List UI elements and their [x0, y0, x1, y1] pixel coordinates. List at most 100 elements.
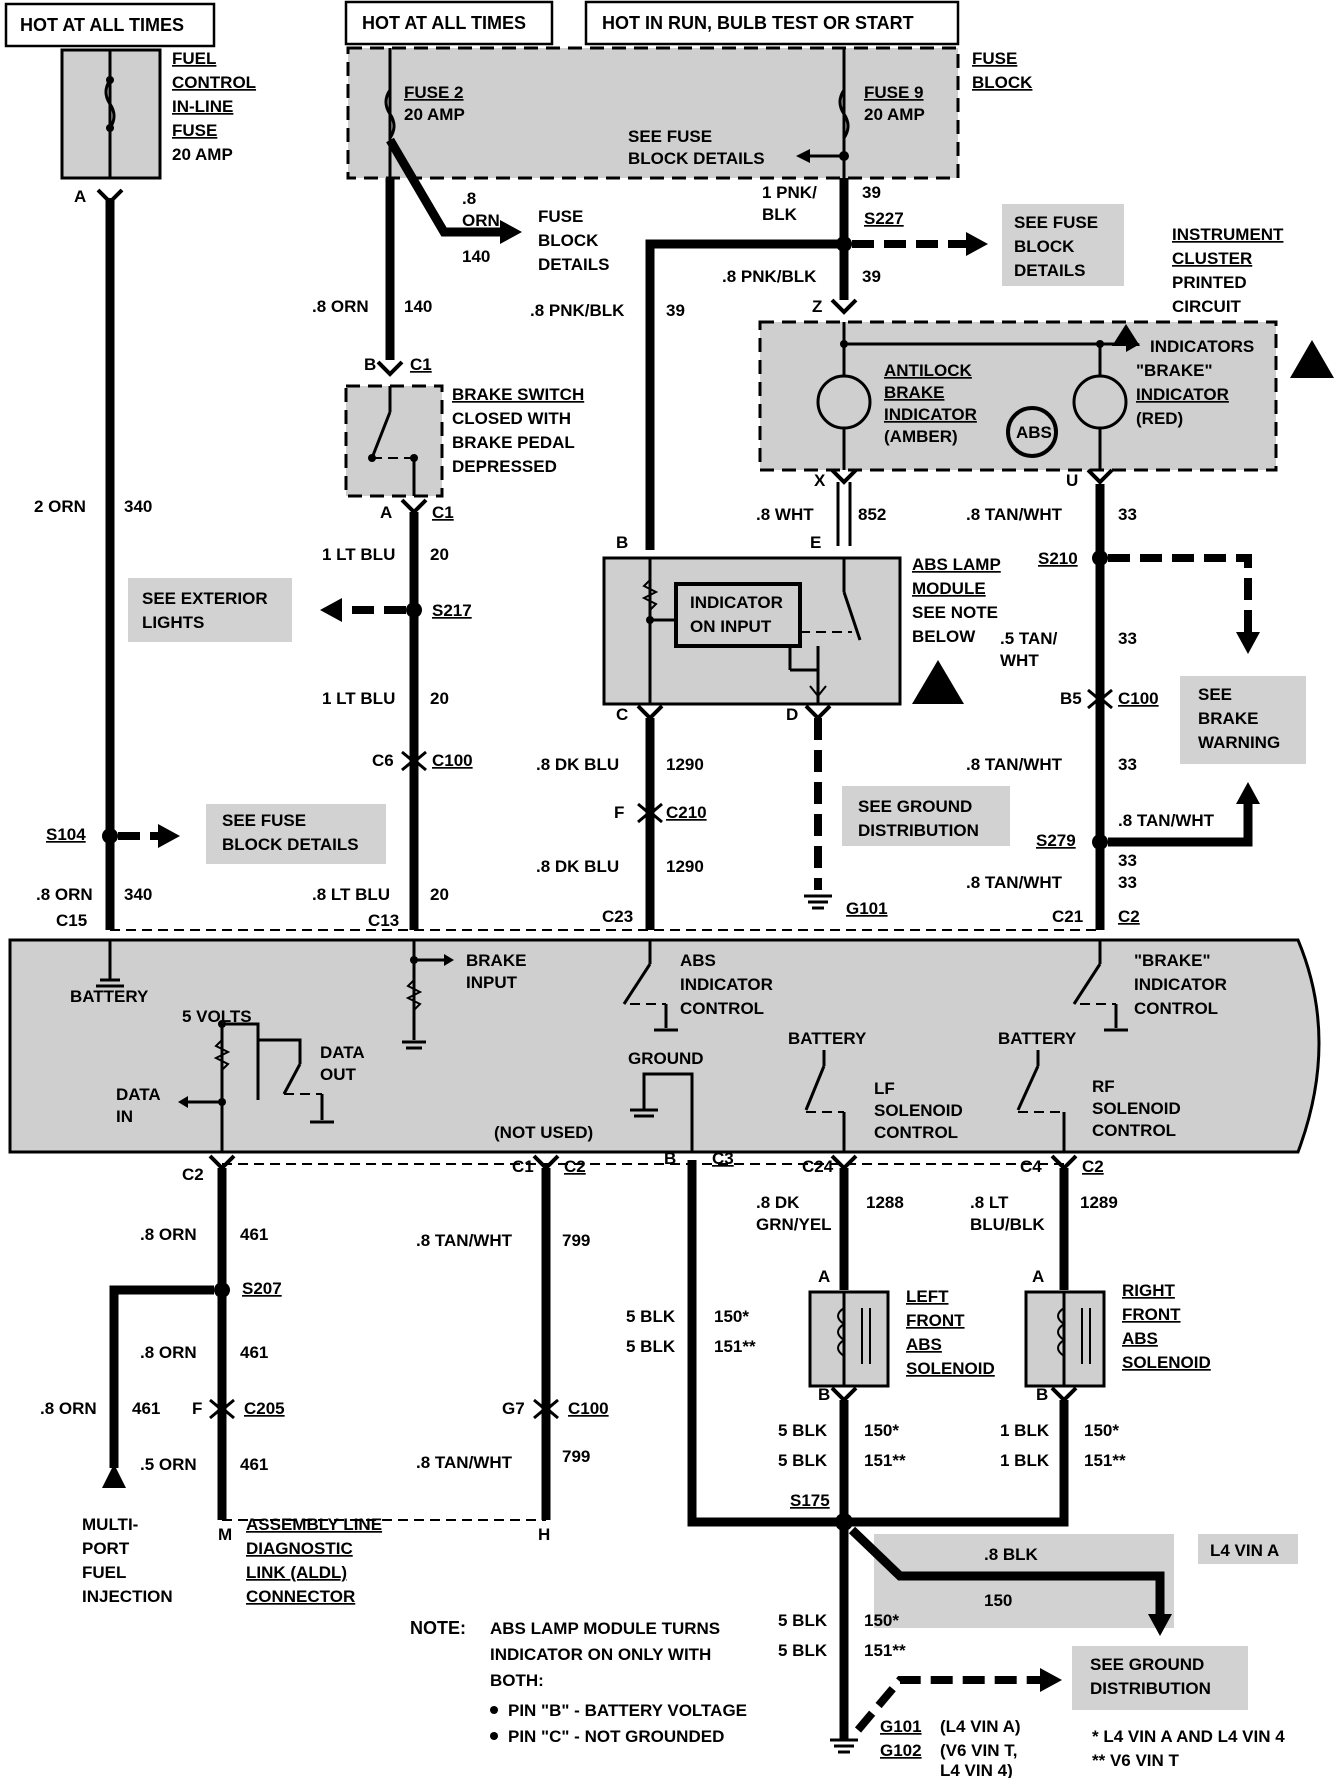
see-brake-warning-label: WARNING: [1198, 733, 1280, 752]
splice-s279: [1092, 834, 1108, 850]
wire-label: 1 LT BLU: [322, 689, 395, 708]
brake-switch-label: CLOSED WITH: [452, 409, 571, 428]
see-fuse-label: DETAILS: [1014, 261, 1085, 280]
antilock-indicator-label: (AMBER): [884, 427, 958, 446]
see-ground-label: DISTRIBUTION: [858, 821, 979, 840]
arrow-right-icon: [500, 220, 522, 244]
brake-switch-label: DEPRESSED: [452, 457, 557, 476]
wire-label: ORN: [462, 211, 500, 230]
brake-indicator-label: (RED): [1136, 409, 1183, 428]
right-front-abs-solenoid: [1024, 1290, 1106, 1388]
note-bullet: PIN "C" - NOT GROUNDED: [508, 1727, 724, 1746]
lf-solenoid-label: SOLENOID: [906, 1359, 995, 1378]
wire-label: .8 TAN/WHT: [416, 1231, 513, 1250]
rf-solenoid-label: RIGHT: [1122, 1281, 1176, 1300]
antilock-bulb-icon: [816, 374, 872, 430]
connector-label: C23: [602, 907, 633, 926]
wire-150-151: [687, 1160, 844, 1527]
pin-label: C: [616, 705, 628, 724]
wire-label: .8 PNK/BLK: [530, 301, 625, 320]
arrow-up-icon: [1236, 782, 1260, 804]
see-exterior-lights-label: LIGHTS: [142, 613, 204, 632]
note-line: INDICATOR ON ONLY WITH: [490, 1645, 711, 1664]
note-line: BOTH:: [490, 1671, 544, 1690]
circuit-label: 461: [132, 1399, 160, 1418]
wire-label: 1 BLK: [1000, 1451, 1050, 1470]
circuit-label: 340: [124, 885, 152, 904]
wire-label: BLU/BLK: [970, 1215, 1045, 1234]
connector-label: C21: [1052, 907, 1083, 926]
pin-label: C6: [372, 751, 394, 770]
circuit-label: 151**: [1084, 1451, 1126, 1470]
abs-icon-label: ABS: [1016, 423, 1052, 442]
ebcm-lf-label: LF: [874, 1079, 895, 1098]
circuit-label: 140: [462, 247, 490, 266]
ebcm-battery-label: BATTERY: [788, 1029, 867, 1048]
connector-label: C100: [1118, 689, 1159, 708]
connector-label: C24: [802, 1157, 834, 1176]
cluster-label: CLUSTER: [1172, 249, 1252, 268]
esd-warning-icon: [1290, 340, 1334, 378]
ebcm-battery-label: BATTERY: [998, 1029, 1077, 1048]
ebcm-abs-control-label: INDICATOR: [680, 975, 773, 994]
circuit-label: 33: [1118, 629, 1137, 648]
circuit-label: 799: [562, 1231, 590, 1250]
l4-vin-label: L4 VIN A: [1210, 1541, 1279, 1560]
wire-label: .8 DK BLU: [536, 857, 619, 876]
wire-label: .8 TAN/WHT: [966, 505, 1063, 524]
antilock-indicator-label: ANTILOCK: [884, 361, 973, 380]
ground-label: G101: [880, 1717, 922, 1736]
fuse-block-details-label: DETAILS: [538, 255, 609, 274]
arrow-left-icon: [320, 598, 342, 622]
pin-label: H: [538, 1525, 550, 1544]
esd-warning-icon: [912, 660, 964, 704]
wire-140-branch: [386, 137, 504, 237]
brake-switch-label: BRAKE SWITCH: [452, 385, 584, 404]
connector-label: C205: [244, 1399, 285, 1418]
fuse-block-details-label: FUSE: [538, 207, 583, 226]
wire-label: 2 ORN: [34, 497, 86, 516]
brake-switch: [344, 384, 444, 498]
circuit-label: 150*: [714, 1307, 749, 1326]
wire-label: .8 BLK: [984, 1545, 1039, 1564]
ebcm-5v-label: 5 VOLTS: [182, 1007, 252, 1026]
circuit-label: 340: [124, 497, 152, 516]
wire-label: .8 TAN/WHT: [966, 755, 1063, 774]
connector-label: C2: [564, 1157, 586, 1176]
rf-solenoid-label: FRONT: [1122, 1305, 1181, 1324]
fuel-fuse-label: FUSE: [172, 121, 217, 140]
connector-label: C13: [368, 911, 399, 930]
circuit-label: 20: [430, 885, 449, 904]
splice-label: S104: [46, 825, 86, 844]
indicator-input-label: INDICATOR: [690, 593, 783, 612]
fuse9-rating: 20 AMP: [864, 105, 925, 124]
ebcm-abs-control-label: ABS: [680, 951, 716, 970]
pin-label: E: [810, 533, 821, 552]
wire-label: WHT: [1000, 651, 1039, 670]
wire-label: 5 BLK: [626, 1337, 676, 1356]
wire-label: .8 TAN/WHT: [416, 1453, 513, 1472]
wire-label: .8 DK BLU: [536, 755, 619, 774]
circuit-label: 33: [1118, 505, 1137, 524]
ground-label: (V6 VIN T,: [940, 1741, 1017, 1760]
pin-label: B: [616, 533, 628, 552]
brake-bulb-icon: [1072, 374, 1128, 430]
see-brake-warning-label: SEE: [1198, 685, 1232, 704]
see-ground-branch: [854, 1676, 1040, 1733]
coil-icon: [837, 1307, 846, 1357]
fuel-fuse-label: FUEL: [172, 49, 216, 68]
aldl-label: LINK (ALDL): [246, 1563, 347, 1582]
abs-module-label: MODULE: [912, 579, 986, 598]
fuse-block-label: BLOCK: [972, 73, 1033, 92]
ebcm-not-used-label: (NOT USED): [494, 1123, 593, 1142]
connector-symbol: [401, 750, 427, 772]
ground-label: G101: [846, 899, 888, 918]
ebcm-brake-control-label: INDICATOR: [1134, 975, 1227, 994]
indicator-input-label: ON INPUT: [690, 617, 772, 636]
aldl-label: ASSEMBLY LINE: [246, 1515, 382, 1534]
circuit-label: 33: [1118, 851, 1137, 870]
fuel-fuse-label: IN-LINE: [172, 97, 233, 116]
connector-label: C15: [56, 911, 87, 930]
header-hot-in-run: HOT IN RUN, BULB TEST OR START: [584, 0, 960, 46]
